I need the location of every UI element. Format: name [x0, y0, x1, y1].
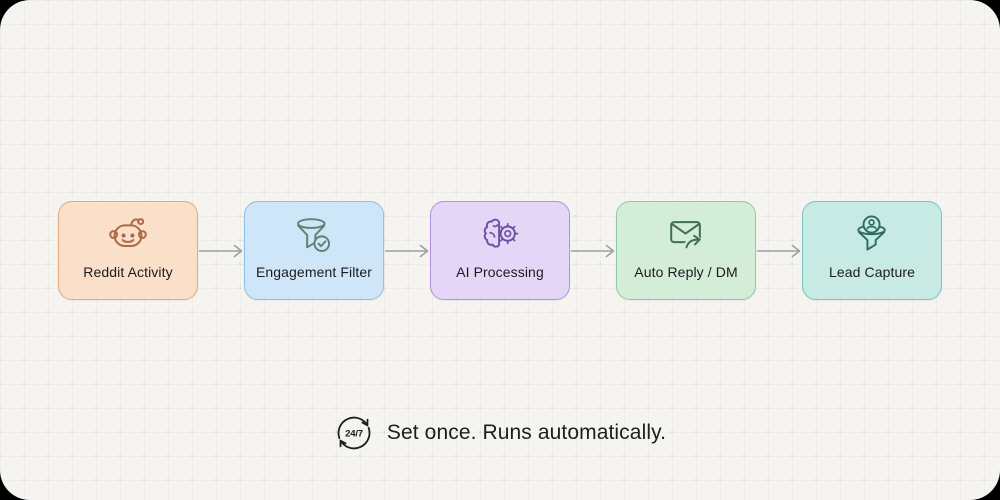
- flow-node-engagement-filter: Engagement Filter: [244, 201, 384, 300]
- flow-arrow: [198, 244, 244, 258]
- 24-7-badge-label: 24/7: [345, 428, 363, 439]
- flow-node-lead-capture: Lead Capture: [802, 201, 942, 300]
- arrow-right-icon: [199, 244, 243, 257]
- funnel-check-icon: [297, 217, 331, 252]
- lead-capture-funnel-icon: [857, 215, 886, 251]
- flow-arrow: [570, 244, 616, 258]
- arrow-right-icon: [571, 244, 615, 257]
- flow-node-label: Auto Reply / DM: [634, 263, 738, 280]
- flow-node-ai-processing: AI Processing: [430, 201, 570, 300]
- reddit-icon: [109, 217, 147, 247]
- mail-forward-icon: [670, 220, 701, 251]
- flow-node-reddit-activity: Reddit Activity: [58, 201, 198, 300]
- flow-node-label: AI Processing: [456, 263, 544, 280]
- footer-caption-row: 24/7 Set once. Runs automatically.: [0, 413, 1000, 453]
- flow-arrow: [384, 244, 430, 258]
- flow-node-label: Lead Capture: [828, 263, 916, 280]
- brain-gear-icon: [483, 218, 519, 248]
- flow-arrow: [756, 244, 802, 258]
- footer-caption: Set once. Runs automatically.: [386, 421, 667, 444]
- arrow-right-icon: [757, 244, 801, 257]
- flow-node-label: Engagement Filter: [255, 263, 373, 280]
- flow-row: Reddit Activity Engagement Filter: [0, 201, 1000, 300]
- 24-7-cycle-icon: 24/7: [337, 416, 371, 450]
- flow-node-auto-reply-dm: Auto Reply / DM: [616, 201, 756, 300]
- flow-node-label: Reddit Activity: [83, 263, 173, 280]
- arrow-right-icon: [385, 244, 429, 257]
